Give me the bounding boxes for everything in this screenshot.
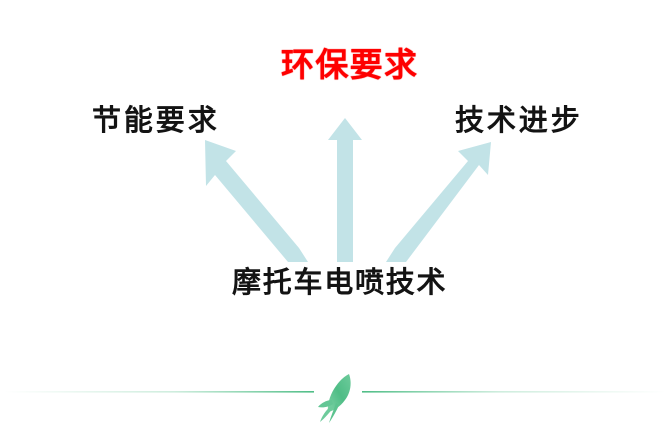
arrow-up-right-icon (386, 142, 491, 262)
arrow-up-icon (328, 118, 362, 262)
arrow-up-left-icon (205, 140, 308, 262)
divider-line-left (4, 391, 314, 393)
divider-line-right (362, 391, 666, 393)
branch-label-energy-saving: 节能要求 (92, 103, 220, 137)
branch-label-environmental: 环保要求 (281, 45, 419, 84)
leaf-sprout-icon (318, 374, 351, 423)
branch-label-technology-progress: 技术进步 (455, 103, 583, 137)
footer-divider (4, 374, 666, 423)
source-label-motorcycle-efi: 摩托车电喷技术 (232, 265, 448, 299)
